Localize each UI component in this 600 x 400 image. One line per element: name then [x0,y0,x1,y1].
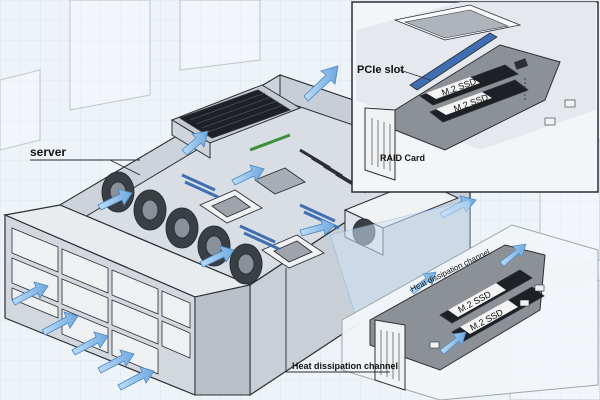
heat-channel-bottom-label: Heat dissipation channel [292,361,398,371]
airflow-arrow-icon [199,245,235,268]
fan-icon [165,207,199,249]
motherboard [181,148,367,269]
server-leader-line [109,159,141,176]
server-label: server [30,145,66,159]
fan-icon [229,243,263,285]
airflow-arrow-icon [11,281,49,306]
inset-pcie-panel: M.2 SSD M.2 SSD PCIe slot RAID Card [351,1,599,193]
fan-icon [133,189,167,231]
cpu-heatsink-icon [261,234,325,269]
airflow-arrow-icon [409,271,437,295]
airflow-arrow-icon [439,331,467,355]
airflow-arrow-icon [41,311,79,336]
pcie-slot-label: PCIe slot [357,64,404,76]
airflow-arrow-icon [499,243,527,267]
pcie-slot-shape [409,32,498,91]
airflow-arrow-icon [97,349,135,374]
airflow-arrow-icon [181,130,209,156]
airflow-arrow-icon [231,164,265,186]
airflow-arrow-icon [117,366,155,391]
pcie-slot-leader [399,69,431,81]
cpu-heatsink-icon [199,189,263,224]
airflow-arrow-icon [299,218,336,237]
airflow-arrows-inset [409,243,527,355]
airflow-arrow-icon [97,188,133,211]
airflow-arrow-icon [303,65,339,102]
cpu-heatsink-icon [254,167,306,195]
airflow-arrow-icon [71,331,109,356]
raid-card-mounted [170,84,302,159]
raid-card-label: RAID Card [380,153,425,163]
